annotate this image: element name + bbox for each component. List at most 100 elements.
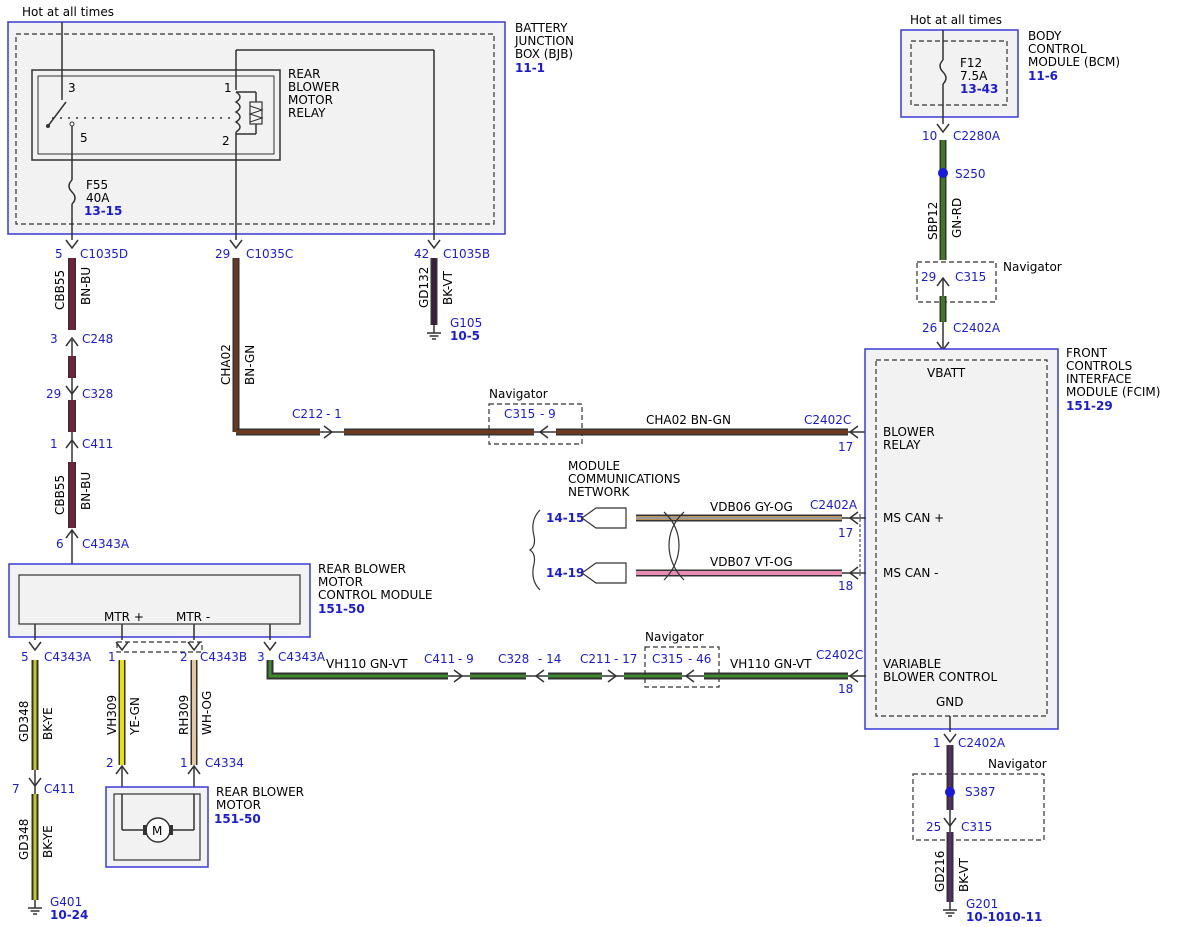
- gd348-label-1: GD348: [17, 701, 31, 742]
- vh-c328-label: C328: [498, 652, 529, 666]
- mtr-plus-label: MTR +: [104, 610, 144, 624]
- f12-amp: 7.5A: [960, 69, 988, 83]
- vdb07-label: VDB07 VT-OG: [710, 555, 793, 569]
- vh-c211-label: C211: [580, 652, 611, 666]
- g201-ref-1: 10-10: [966, 910, 1004, 924]
- s387-label: S387: [965, 785, 996, 799]
- g401-ref: 10-24: [50, 908, 88, 922]
- g401-label: G401: [50, 895, 82, 909]
- c315-top-pin: 29: [921, 270, 936, 284]
- vh-c2402c-label: C2402C: [816, 648, 863, 662]
- fcim-label-2: CONTROLS: [1066, 359, 1132, 373]
- c1035c-label: C1035C: [246, 247, 293, 261]
- fcim-inner: [875, 359, 1048, 717]
- rbmcm-inner: [18, 574, 301, 625]
- relay-label-2: BLOWER: [288, 80, 340, 94]
- gd348-label-2: GD348: [17, 819, 31, 860]
- fcim-vbatt: VBATT: [927, 366, 966, 380]
- switch-pivot: [46, 124, 50, 128]
- bcm-label-1: BODY: [1028, 29, 1062, 43]
- bjb-ref: 11-1: [515, 61, 545, 75]
- mcn-brace: [528, 509, 541, 591]
- c212-pin: - 1: [326, 407, 342, 421]
- navigator-label-4: Navigator: [988, 757, 1047, 771]
- c4343a-label: C4343A: [82, 537, 130, 551]
- f12-ref: 13-43: [960, 82, 998, 96]
- navigator-label-1: Navigator: [1003, 260, 1062, 274]
- c315b-label: C315: [504, 407, 535, 421]
- vh-c2402c-pin: 18: [838, 682, 853, 696]
- c315b-pin: - 9: [540, 407, 556, 421]
- bkye-label-2: BK-YE: [41, 825, 55, 858]
- c2402a-top-label: C2402A: [953, 321, 1001, 335]
- gnrd-label: GN-RD: [950, 198, 964, 238]
- mcn-connector-1: [580, 507, 627, 529]
- mcn-label-3: NETWORK: [568, 485, 631, 499]
- bcm-inner: [910, 40, 1008, 106]
- fcim-label-1: FRONT: [1066, 346, 1108, 360]
- twist-1: [663, 511, 680, 581]
- c4334-pin1: 1: [180, 756, 188, 770]
- bjb-label-2: JUNCTION: [514, 34, 574, 48]
- c2402c-top-label: C2402C: [804, 413, 851, 427]
- rbmcm-label-3: CONTROL MODULE: [318, 588, 433, 602]
- nav-box-vh-c315: [644, 646, 720, 688]
- twist-2: [668, 511, 685, 581]
- c1035d-arrow: [65, 239, 79, 250]
- g201-ref-2: 10-11: [1004, 910, 1042, 924]
- vh-c315-label: C315: [652, 652, 683, 666]
- motor-brush-r: [169, 825, 173, 835]
- can-minus-pin: 18: [838, 579, 853, 593]
- c248-label: C248: [82, 332, 113, 346]
- c248-pin: 3: [50, 332, 58, 346]
- fcim-variable-2: BLOWER CONTROL: [883, 670, 997, 684]
- gd132-label: GD132: [417, 267, 431, 308]
- c315-top-label: C315: [955, 270, 986, 284]
- motor-m-icon: M: [152, 824, 162, 838]
- m3-label: C4343A: [278, 650, 326, 664]
- m2-arrow: [187, 641, 201, 652]
- c411b-label: C411: [44, 782, 75, 796]
- bkvt-label: BK-VT: [441, 270, 455, 305]
- c411b-pin: 7: [12, 782, 20, 796]
- c4343a-pin: 6: [56, 537, 64, 551]
- c1035c-arrow: [229, 239, 243, 250]
- bngn-label-v: BN-GN: [243, 345, 257, 385]
- resistor-zig: [248, 105, 264, 123]
- rh309-label: RH309: [177, 695, 191, 735]
- g201-label: G201: [966, 897, 998, 911]
- yegn-label: YE-GN: [128, 697, 142, 736]
- c2402a-top-pin: 26: [922, 321, 937, 335]
- c4334-label: C4334: [205, 756, 244, 770]
- c411-pin: 1: [50, 437, 58, 451]
- gnd-c315-pin: 25: [926, 820, 941, 834]
- relay-coil: [234, 91, 241, 133]
- c2280a-label: C2280A: [953, 129, 1001, 143]
- vh110-label-2: VH110 GN-VT: [730, 657, 812, 671]
- fcim-ms-can-minus: MS CAN -: [883, 566, 939, 580]
- relay-contact: [69, 121, 75, 127]
- g105-label: G105: [450, 316, 482, 330]
- sbp12-label: SBP12: [926, 202, 940, 240]
- c1035b-pin: 42: [414, 247, 429, 261]
- c328-label: C328: [82, 387, 113, 401]
- motor-ref: 151-50: [214, 812, 261, 826]
- c1035b-label: C1035B: [443, 247, 490, 261]
- c212-label: C212: [292, 407, 323, 421]
- m5-label: C4343A: [44, 650, 92, 664]
- gnd-c2402a-arrow: [943, 733, 957, 744]
- gd216-label: GD216: [933, 851, 947, 892]
- fcim-ms-can-plus: MS CAN +: [883, 511, 944, 525]
- relay-pin5: 5: [80, 131, 88, 145]
- motor-label-1: REAR BLOWER: [216, 785, 304, 799]
- relay-pin3: 3: [68, 81, 76, 95]
- nav-box-c315b: [488, 403, 583, 445]
- m3-arrow: [263, 641, 277, 652]
- bjb-inner: [15, 33, 495, 225]
- cha02-label-h: CHA02 BN-GN: [646, 413, 731, 427]
- fcim-label-3: INTERFACE: [1066, 372, 1132, 386]
- m2-pin: 2: [180, 650, 188, 664]
- fcim-gnd: GND: [936, 695, 964, 709]
